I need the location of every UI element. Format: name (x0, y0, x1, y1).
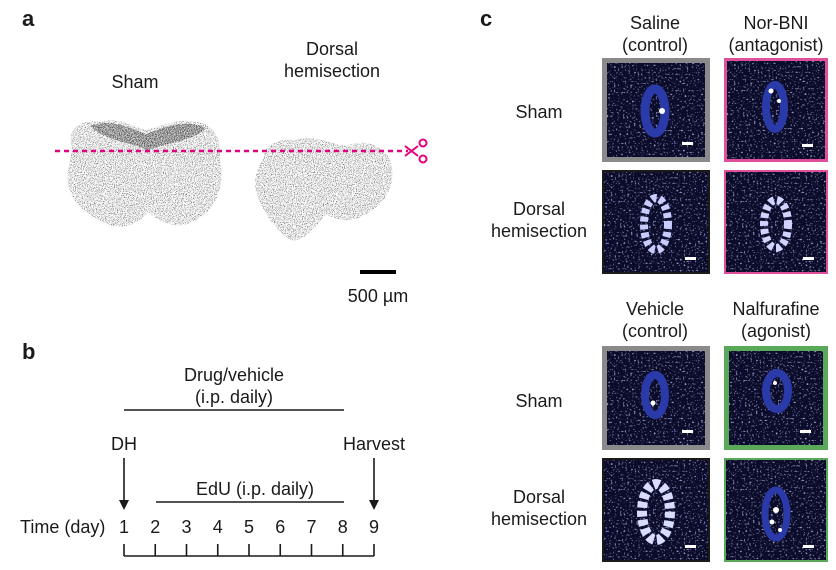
bottom-dh-row-label: Dorsal hemisection (490, 487, 588, 529)
micrograph-dh-vehicle (602, 458, 710, 562)
day-label: 4 (212, 517, 223, 537)
micrograph-sham-nor-bni (724, 58, 828, 162)
nalfurafine-agonist-header: Nalfurafine (agonist) (732, 299, 820, 341)
bottom-sham-row-label: Sham (515, 391, 563, 411)
sham-cord-section (67, 120, 222, 227)
day-label: 5 (243, 517, 254, 537)
day-label: 9 (368, 517, 379, 537)
panel-a-letter: a (22, 6, 35, 31)
micrograph-dh-saline (602, 170, 710, 274)
day-label: 3 (181, 517, 192, 537)
saline-control-header: Saline (control) (621, 13, 688, 55)
dorsal-hemisection-label: Dorsal hemisection (283, 39, 381, 81)
sham-label: Sham (111, 72, 159, 92)
edu-label: EdU (i.p. daily) (195, 479, 315, 499)
time-axis-ticks (123, 544, 375, 556)
time-axis-label: Time (day) (20, 517, 106, 537)
micrograph-sham-nalfurafine (724, 346, 828, 450)
scale-bar-label: 500 µm (347, 286, 409, 306)
micrograph-sham-saline (602, 58, 710, 162)
micrograph-dh-nor-bni (724, 170, 828, 274)
micrograph-dh-nalfurafine (724, 458, 828, 562)
nor-bni-antagonist-header: Nor-BNI (antagonist) (728, 13, 824, 55)
day-label: 8 (337, 517, 348, 537)
micrograph-sham-vehicle (602, 346, 710, 450)
vehicle-control-header: Vehicle (control) (621, 299, 688, 341)
panel-b-letter: b (22, 339, 36, 364)
scissors-icon (404, 138, 428, 164)
day-label: 1 (118, 517, 129, 537)
harvest-label: Harvest (342, 434, 405, 454)
dh-timepoint-label: DH (111, 434, 137, 454)
drug-vehicle-label: Drug/vehicle (i.p. daily) (183, 365, 285, 407)
day-label: 7 (306, 517, 317, 537)
top-dh-row-label: Dorsal hemisection (490, 199, 588, 241)
harvest-arrow-head (369, 500, 379, 510)
panel-c-letter: c (480, 6, 493, 31)
top-sham-row-label: Sham (515, 102, 563, 122)
dh-arrow-head (119, 500, 129, 510)
scale-bar (360, 270, 396, 274)
day-label: 2 (150, 517, 161, 537)
dh-cord-section (255, 138, 393, 241)
day-label: 6 (275, 517, 286, 537)
